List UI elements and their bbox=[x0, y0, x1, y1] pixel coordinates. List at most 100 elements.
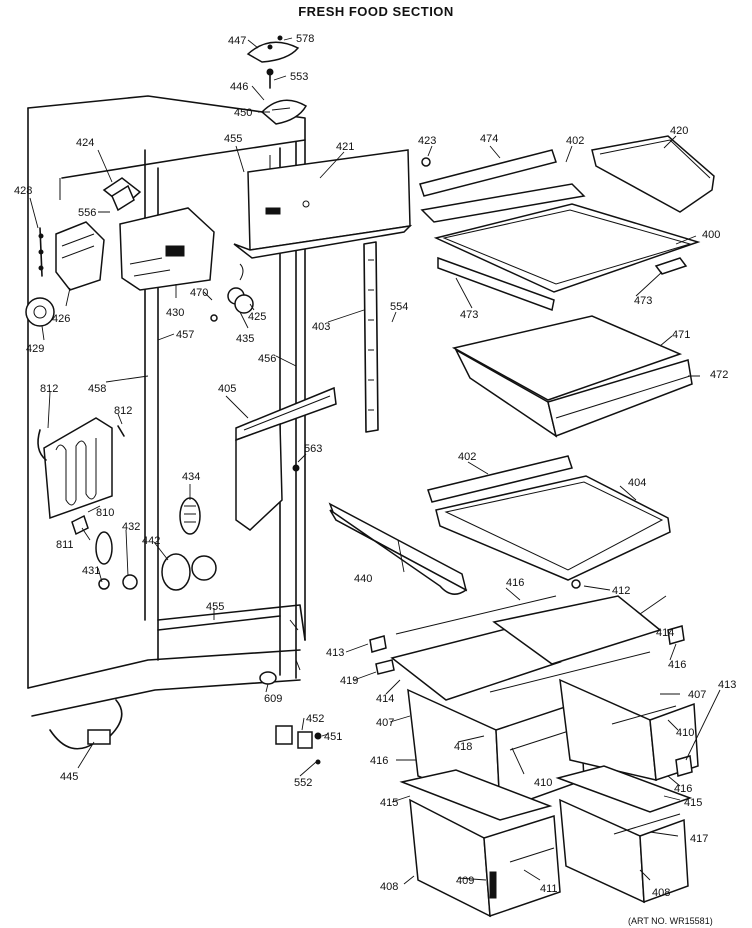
part-label: 414 bbox=[656, 627, 674, 639]
part-label: 409 bbox=[456, 875, 474, 887]
relay-428 bbox=[38, 227, 44, 277]
part-label: 421 bbox=[336, 141, 354, 153]
shelf-support-rail-403 bbox=[363, 241, 379, 433]
part-label: 416 bbox=[506, 577, 524, 589]
part-label: 609 bbox=[264, 693, 282, 705]
crisper-pan-408-left bbox=[399, 769, 561, 918]
part-label: 400 bbox=[702, 229, 720, 241]
light-socket-429 bbox=[25, 297, 55, 327]
part-label: 424 bbox=[76, 137, 94, 149]
part-label: 812 bbox=[114, 405, 132, 417]
hinge-452 bbox=[275, 725, 322, 765]
bracket-426 bbox=[55, 221, 105, 291]
part-label: 402 bbox=[566, 135, 584, 147]
light-shield-405 bbox=[235, 386, 337, 531]
part-label: 471 bbox=[672, 329, 690, 341]
part-label: 423 bbox=[418, 135, 436, 147]
part-label: 458 bbox=[88, 383, 106, 395]
part-label: 415 bbox=[684, 797, 702, 809]
part-label: 470 bbox=[190, 287, 208, 299]
part-label: 407 bbox=[376, 717, 394, 729]
part-label: 434 bbox=[182, 471, 200, 483]
part-label: 425 bbox=[248, 311, 266, 323]
part-label: 412 bbox=[612, 585, 630, 597]
part-label: 455 bbox=[224, 133, 242, 145]
lamp-470 bbox=[210, 263, 245, 322]
part-label: 457 bbox=[176, 329, 194, 341]
part-label: 407 bbox=[688, 689, 706, 701]
part-label: 426 bbox=[52, 313, 70, 325]
part-label: 410 bbox=[676, 727, 694, 739]
part-label: 435 bbox=[236, 333, 254, 345]
wire-harness-445 bbox=[49, 699, 123, 750]
knob-423 bbox=[421, 157, 431, 167]
light-socket-424 bbox=[102, 177, 142, 212]
dairy-compartment-420 bbox=[591, 135, 715, 213]
hinge-cap-447 bbox=[246, 41, 300, 63]
part-label: 408 bbox=[652, 887, 670, 899]
upper-shelf-assembly bbox=[419, 149, 701, 312]
part-label: 553 bbox=[290, 71, 308, 83]
part-label: 420 bbox=[670, 125, 688, 137]
part-label: 474 bbox=[480, 133, 498, 145]
part-label: 552 bbox=[294, 777, 312, 789]
roller-609 bbox=[259, 671, 277, 685]
crisper-pan-408-right bbox=[555, 765, 693, 904]
part-label: 408 bbox=[380, 881, 398, 893]
part-label: 812 bbox=[40, 383, 58, 395]
bulb-432 bbox=[122, 574, 138, 590]
clips-413 bbox=[369, 625, 693, 777]
part-label: 473 bbox=[634, 295, 652, 307]
part-label: 402 bbox=[458, 451, 476, 463]
part-label: 416 bbox=[674, 783, 692, 795]
part-label: 472 bbox=[710, 369, 728, 381]
part-label: 414 bbox=[376, 693, 394, 705]
part-label: 554 bbox=[390, 301, 408, 313]
lens-434 bbox=[179, 497, 201, 535]
part-label: 410 bbox=[534, 777, 552, 789]
part-label: 415 bbox=[380, 797, 398, 809]
part-label: 405 bbox=[218, 383, 236, 395]
part-label: 446 bbox=[230, 81, 248, 93]
part-label: 419 bbox=[340, 675, 358, 687]
part-label: 432 bbox=[122, 521, 140, 533]
lens-442 bbox=[161, 553, 217, 591]
part-label: 810 bbox=[96, 507, 114, 519]
part-label: 473 bbox=[460, 309, 478, 321]
clip-811 bbox=[71, 514, 89, 536]
cabinet-liner bbox=[27, 95, 306, 717]
crisper-cover-frame-414 bbox=[390, 595, 662, 701]
part-label: 428 bbox=[14, 185, 32, 197]
part-label: 445 bbox=[60, 771, 78, 783]
crisper-cover-440 bbox=[328, 502, 468, 595]
part-label: 442 bbox=[142, 535, 160, 547]
part-label: 417 bbox=[690, 833, 708, 845]
part-label: 403 bbox=[312, 321, 330, 333]
diagram-title: FRESH FOOD SECTION bbox=[298, 4, 454, 19]
part-label: 416 bbox=[370, 755, 388, 767]
part-label: 447 bbox=[228, 35, 246, 47]
timer-425 bbox=[234, 294, 254, 314]
part-label: 811 bbox=[56, 539, 74, 551]
part-label: 430 bbox=[166, 307, 184, 319]
part-label: 452 bbox=[306, 713, 324, 725]
part-label: 450 bbox=[234, 107, 252, 119]
cover-431 bbox=[95, 531, 113, 590]
part-labels: 447 578 446 553 450 424 455 421 423 474 … bbox=[14, 33, 736, 899]
leader-lines bbox=[29, 37, 721, 885]
part-label: 429 bbox=[26, 343, 44, 355]
part-label: 556 bbox=[78, 207, 96, 219]
part-label: 413 bbox=[326, 647, 344, 659]
part-label: 411 bbox=[540, 883, 558, 895]
art-number: (ART NO. WR15581) bbox=[628, 916, 713, 926]
part-label: 451 bbox=[324, 731, 342, 743]
part-label: 413 bbox=[718, 679, 736, 691]
part-label: 455 bbox=[206, 601, 224, 613]
heater-810 bbox=[37, 417, 125, 520]
part-label: 418 bbox=[454, 741, 472, 753]
thermostat-housing-430 bbox=[119, 207, 215, 291]
part-label: 440 bbox=[354, 573, 372, 585]
lower-shelf-assembly bbox=[427, 455, 671, 589]
part-label: 431 bbox=[82, 565, 100, 577]
